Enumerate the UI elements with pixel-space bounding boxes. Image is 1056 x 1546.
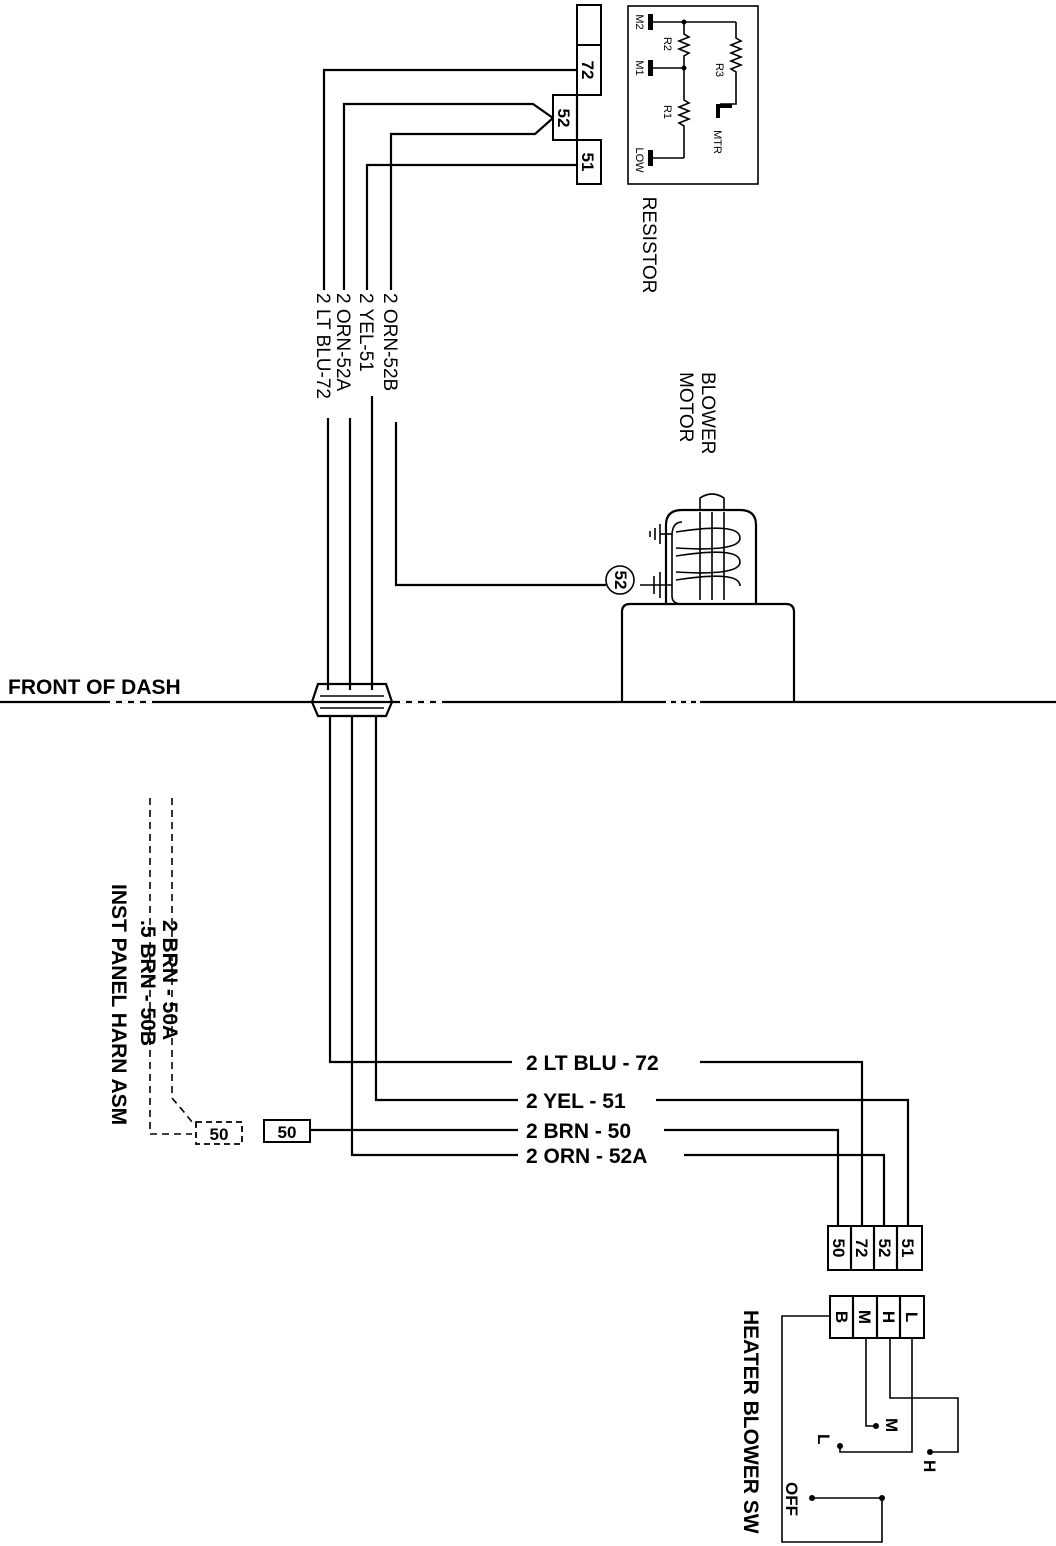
wire-yel-51-upper — [365, 163, 577, 290]
resistor-pin-51-label: 51 — [578, 153, 597, 172]
wire-label-orn-52a: 2 ORN - 52A — [526, 1145, 647, 1168]
inst-panel-title: INST PANEL HARN ASM — [107, 884, 130, 1125]
resistor-pin-52-label: 52 — [554, 109, 573, 128]
resistor-pin-72-label: 72 — [578, 61, 597, 80]
harness-label-lt-blu-72: 2 LT BLU-72 — [312, 293, 333, 399]
switch-pin-51: 51 — [898, 1239, 917, 1258]
switch-m-wire — [865, 1338, 876, 1427]
switch-l-wire — [839, 1338, 913, 1453]
wire-lt-blu-72-upper — [322, 68, 577, 290]
inst-panel-wire-label-50b: .5 BRN - 50B — [136, 920, 159, 1046]
switch-pin-52: 52 — [875, 1239, 894, 1258]
resistor-m1-label: M1 — [633, 60, 645, 75]
switch-pin-72: 72 — [852, 1239, 871, 1258]
inst-panel-wire-50b — [149, 798, 192, 1135]
inst-panel-harness: 50 2 BRN - 50A .5 BRN - 50B INST PANEL H… — [107, 798, 243, 1145]
switch-h-wire — [889, 1338, 959, 1453]
resistor-pin-52-box — [552, 94, 578, 141]
resistor-connector-cap — [576, 4, 602, 46]
switch-terminal-m: M — [855, 1310, 874, 1324]
wire-orn-52b-upper — [389, 117, 554, 290]
blower-connector-label: 52 — [611, 571, 630, 590]
switch-terminal-b: B — [832, 1311, 851, 1323]
upper-harness: 2 LT BLU-72 2 ORN-52A 2 YEL-51 2 ORN-52B — [312, 68, 606, 690]
blower-title-line1: BLOWER — [697, 372, 718, 454]
harness-label-orn-52b: 2 ORN-52B — [379, 293, 400, 391]
wire-orn-52a-upper — [342, 102, 554, 290]
harness-label-orn-52a: 2 ORN-52A — [332, 293, 353, 392]
inst-panel-wire-50a — [171, 798, 193, 1123]
switch-b-wire — [781, 1315, 883, 1543]
wire-lt-blu-72-lower — [328, 716, 512, 1064]
wire-52-to-switch — [684, 1153, 886, 1226]
wire-label-yel-51: 2 YEL - 51 — [526, 1090, 626, 1113]
wire-label-lt-blu-72: 2 LT BLU - 72 — [526, 1052, 659, 1075]
switch-terminal-h: H — [879, 1311, 898, 1323]
switch-pin-50: 50 — [829, 1239, 848, 1258]
resistor-pin-51-box — [576, 139, 602, 185]
resistor-r1-label: R1 — [661, 105, 673, 119]
wire-50-to-switch — [664, 1128, 840, 1226]
wire-label-brn-50: 2 BRN - 50 — [526, 1120, 631, 1143]
splice-connector-50-label: 50 — [278, 1123, 297, 1142]
resistor-r2-label: R2 — [661, 37, 673, 51]
inst-panel-connector-50-label: 50 — [210, 1125, 229, 1144]
front-of-dash-label: FRONT OF DASH — [8, 676, 181, 699]
switch-terminal-l: L — [902, 1312, 921, 1322]
lower-harness: 50 2 LT BLU - 72 2 YEL - 51 2 BRN - 50 2… — [263, 716, 910, 1226]
resistor-housing — [627, 5, 759, 185]
wire-72-to-switch — [700, 1060, 864, 1226]
resistor-assembly: 72 52 51 M2 M1 LOW MTR R2 R1 R3 RESISTOR — [552, 4, 759, 294]
resistor-m2-label: M2 — [633, 14, 645, 29]
inst-panel-wire-label-50a: 2 BRN - 50A — [158, 920, 181, 1040]
resistor-title: RESISTOR — [638, 197, 659, 294]
blower-motor-top — [664, 508, 758, 604]
front-of-dash: FRONT OF DASH — [0, 676, 1056, 718]
wire-orn-52b-to-motor — [394, 422, 606, 587]
switch-title: HEATER BLOWER SW — [739, 1310, 762, 1534]
inst-panel-connector-50 — [195, 1121, 243, 1145]
splice-connector-50 — [263, 1119, 311, 1143]
wire-orn-52a-lower — [350, 716, 518, 1157]
blower-motor-housing — [620, 602, 796, 702]
blower-motor: BLOWER MOTOR 52 — [605, 372, 796, 702]
resistor-r3-label: R3 — [713, 63, 725, 77]
blower-title-line2: MOTOR — [675, 372, 696, 442]
dash-grommet — [310, 682, 394, 718]
wire-yel-51-lower — [374, 716, 518, 1102]
heater-blower-switch: 50 72 52 51 B M H L M H L OFF HEATER BLO… — [739, 1225, 959, 1543]
switch-position-h: H — [920, 1460, 939, 1472]
switch-position-l: L — [814, 1434, 833, 1444]
switch-position-m: M — [882, 1418, 901, 1432]
blower-connector-circle — [605, 565, 635, 595]
resistor-mtr-label: MTR — [711, 130, 723, 154]
wire-51-to-switch — [656, 1098, 910, 1226]
switch-off-link — [812, 1497, 883, 1528]
harness-label-yel-51: 2 YEL-51 — [355, 293, 376, 372]
resistor-low-label: LOW — [633, 147, 645, 173]
switch-position-off: OFF — [782, 1482, 801, 1516]
